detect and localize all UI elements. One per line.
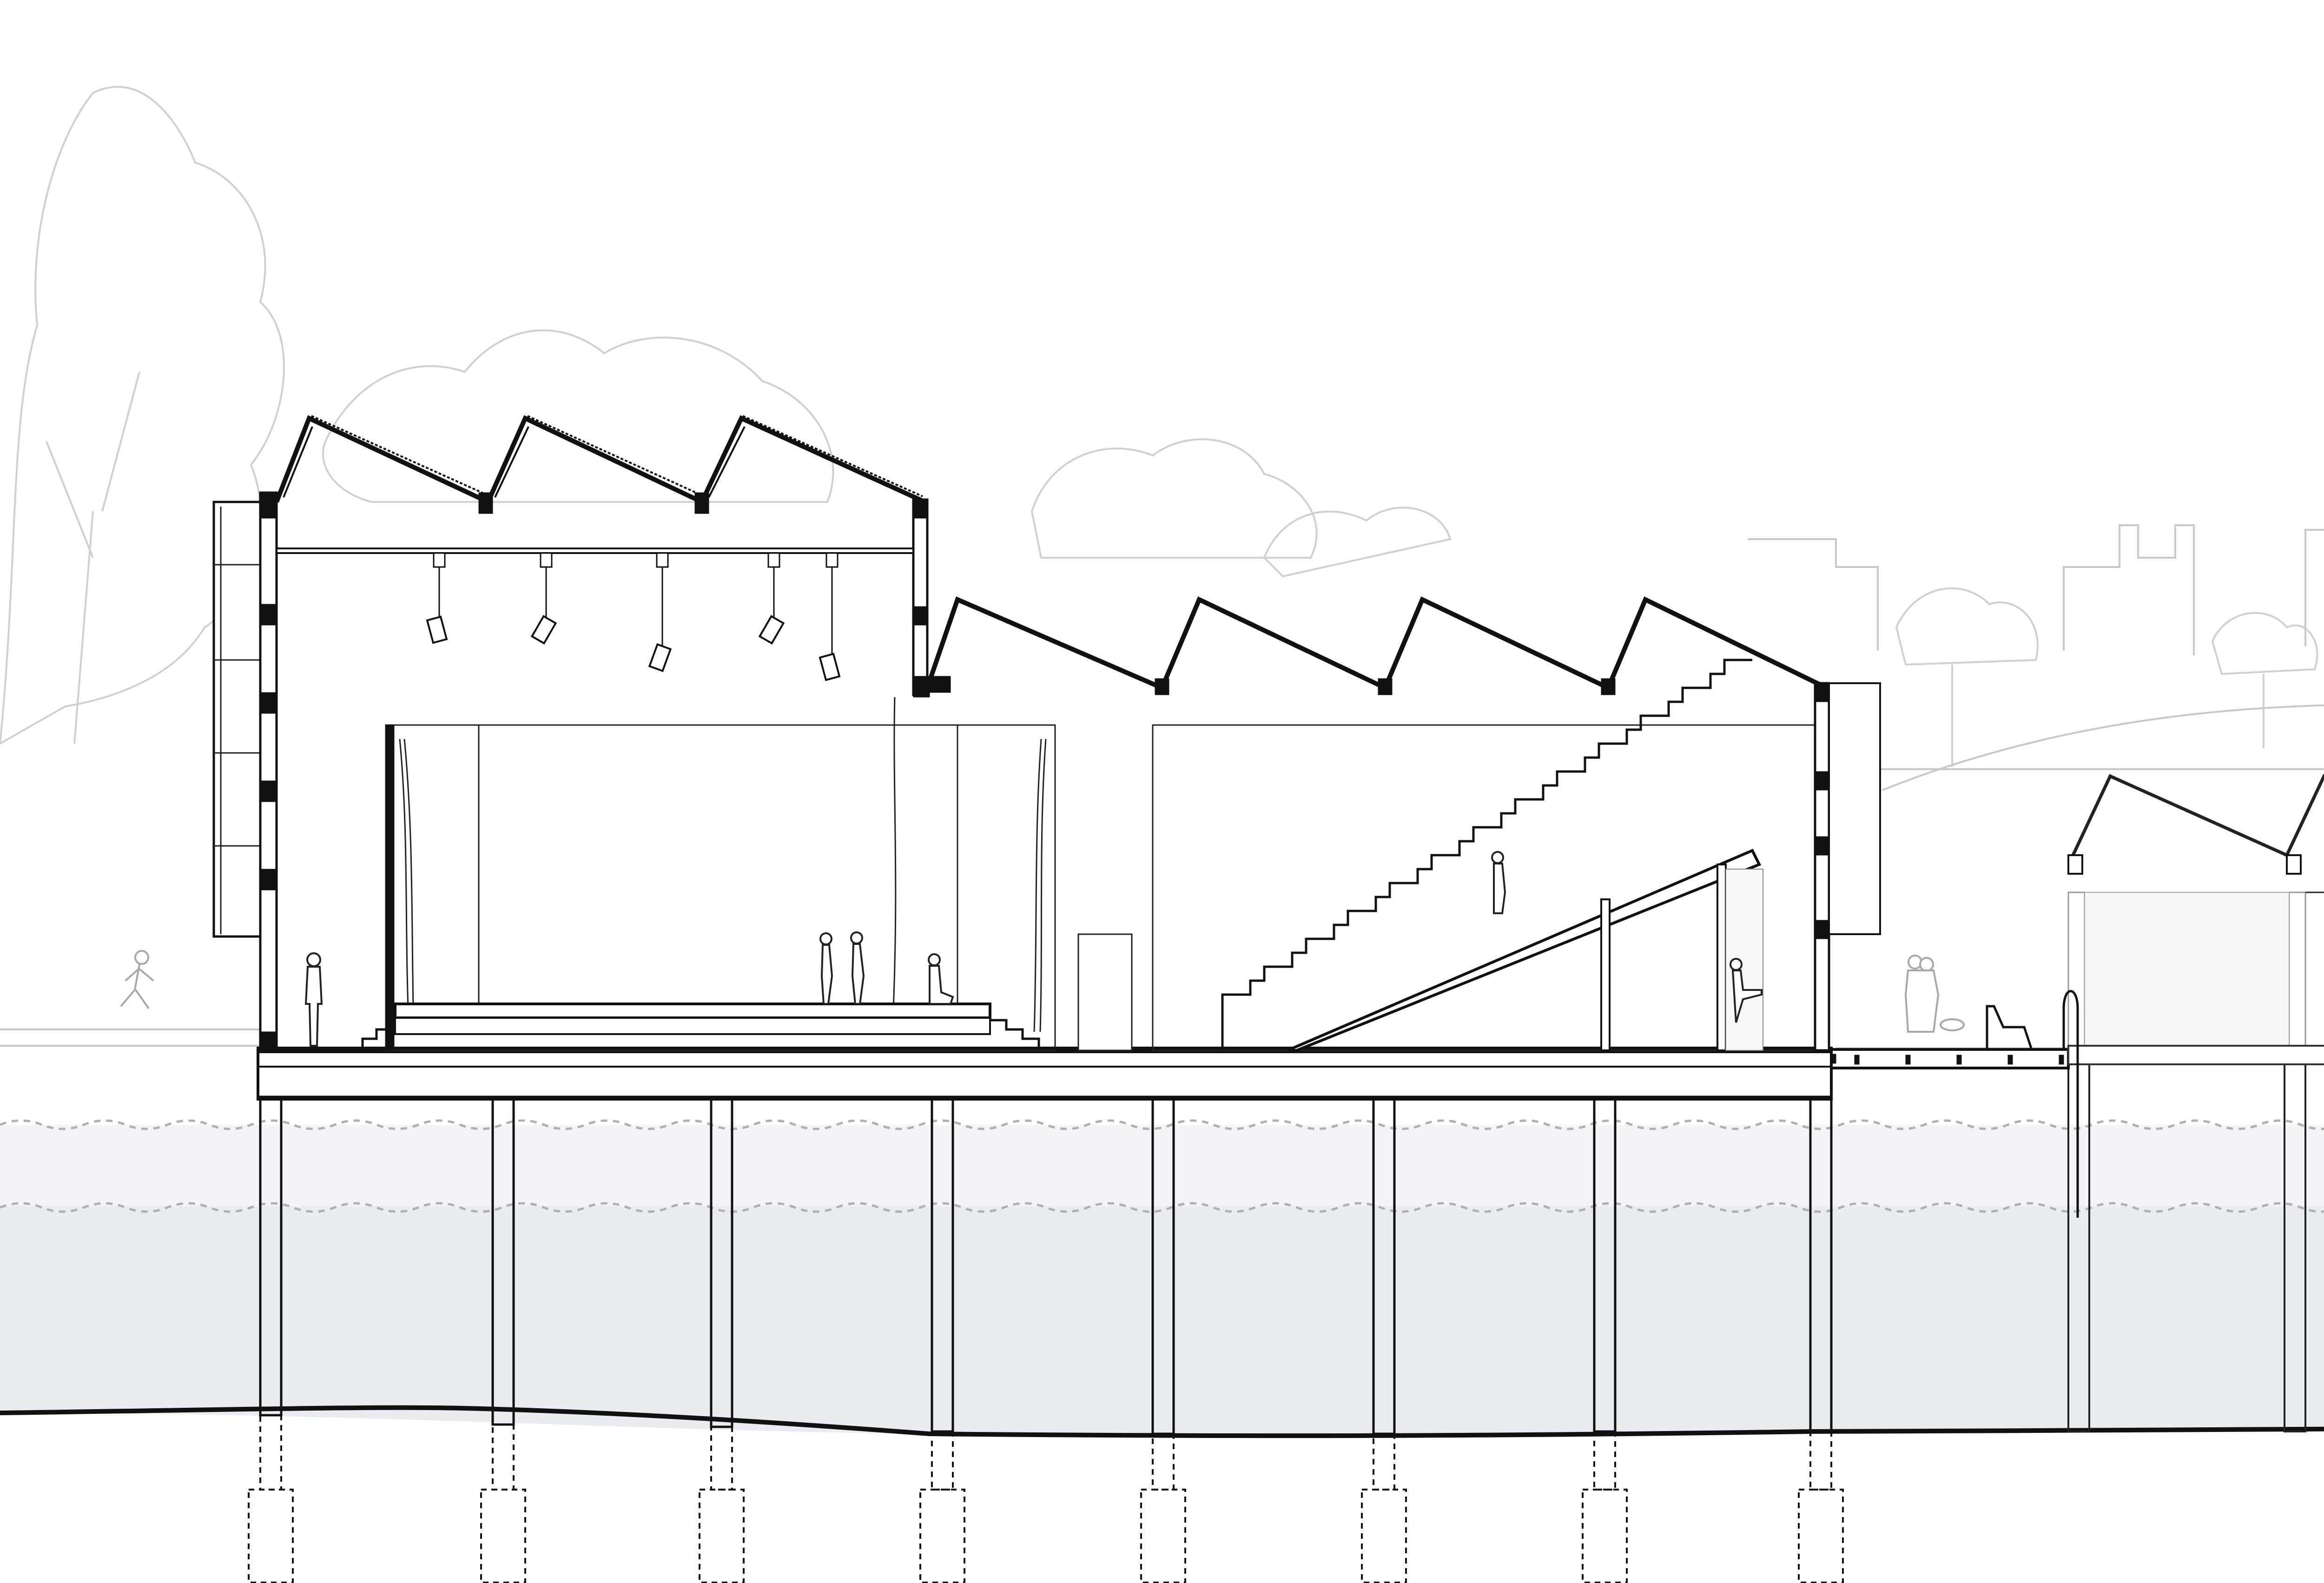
runner-figure (120, 950, 154, 1009)
stage-light (648, 552, 672, 673)
stage-light (530, 552, 557, 645)
seated-person-figure (1730, 958, 1763, 1023)
seating-rake (1287, 849, 1762, 1052)
seating-steps (1221, 659, 1752, 1050)
waterside-pavilion (1986, 774, 2324, 1218)
standing-person-figure (304, 952, 323, 1047)
dancer-figure (819, 932, 833, 1005)
stage-light (758, 552, 785, 645)
bench (1986, 1005, 2033, 1049)
pool-ladder (2062, 990, 2079, 1218)
stage-house (212, 415, 930, 1052)
riverbed-line (0, 1405, 2324, 1438)
background-city (0, 524, 2324, 1049)
seated-child-figure (928, 953, 954, 1005)
low-water-line (0, 1202, 2324, 1213)
stage-light (426, 552, 448, 644)
figures (120, 851, 1965, 1047)
sawtooth-roof-pavilion (2071, 774, 2324, 857)
stage-light (819, 552, 841, 681)
sawtooth-roof-low (925, 596, 1828, 691)
sawtooth-roof-high (274, 415, 926, 505)
high-water-line (0, 1119, 2324, 1130)
door (1077, 933, 1133, 1051)
audience-member-figure (1491, 851, 1506, 914)
dancer-figure (850, 931, 865, 1005)
couple-with-dog-figure (1904, 955, 1965, 1033)
stage (361, 697, 1056, 1051)
water-body (0, 1119, 2324, 1438)
main-platform (257, 1047, 2070, 1101)
background-trees (0, 86, 2318, 767)
